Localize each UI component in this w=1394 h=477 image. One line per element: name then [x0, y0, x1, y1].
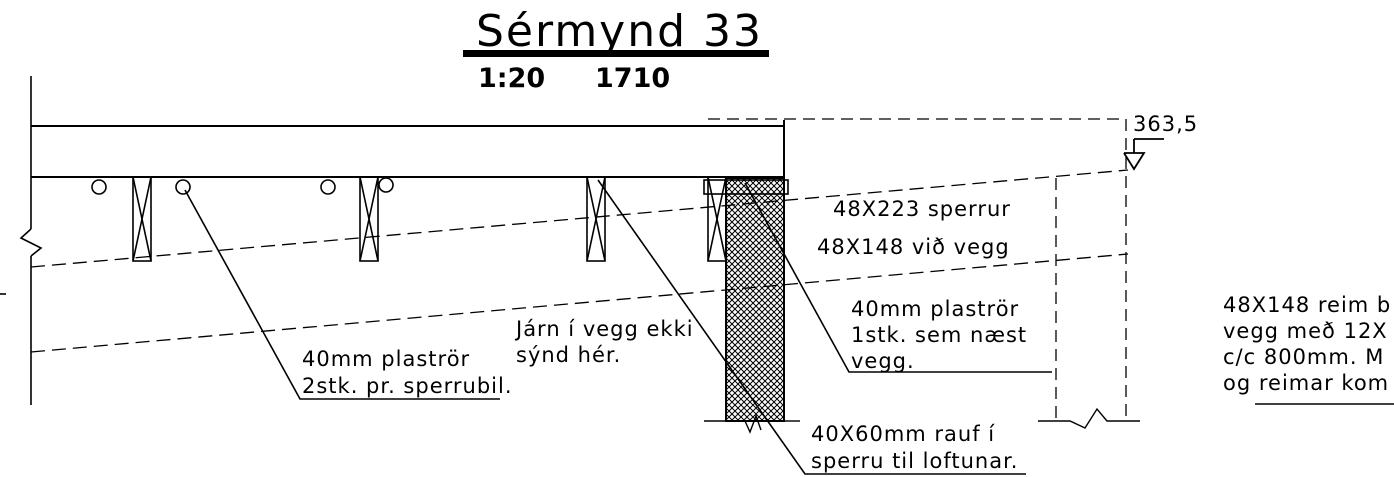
pipe-wall-label-3: vegg.	[851, 349, 915, 373]
strap-note-2: vegg með 12X	[1223, 319, 1388, 343]
dashed-roof-lines	[30, 169, 1129, 353]
groove-label-2: sperru til loftunar.	[811, 449, 1018, 473]
rafter	[132, 176, 152, 262]
pipe-circle	[320, 179, 336, 195]
rafter-at-wall	[707, 176, 727, 262]
rafters-label: 48X223 sperrur	[833, 197, 1011, 221]
pipe-circle	[175, 179, 191, 195]
pipe-span-label-1: 40mm plaströr	[302, 347, 470, 371]
dashed-dimension-frame	[708, 118, 1127, 420]
pipe-span-label-2: 2stk. pr. sperrubil.	[302, 374, 513, 398]
elevation-marker	[1123, 138, 1164, 171]
drawing-scale: 1:20	[478, 63, 545, 94]
left-break-line	[0, 76, 43, 405]
pipe-wall-label-2: 1stk. sem næst	[851, 323, 1027, 347]
wall-rafters-label: 48X148 við vegg	[817, 235, 1010, 259]
hatched-wall	[703, 177, 800, 434]
strap-note-4: og reimar kom	[1223, 371, 1389, 395]
elevation-value: 363,5	[1133, 112, 1198, 136]
sheet-number: 1710	[595, 63, 670, 94]
rafter	[586, 176, 606, 262]
iron-note-2: sýnd hér.	[516, 343, 621, 367]
pipe-circle	[378, 177, 394, 193]
dimension-break	[1038, 407, 1140, 429]
iron-note-1: Járn í vegg ekki	[514, 317, 694, 341]
rafter	[359, 176, 379, 262]
strap-note-3: c/c 800mm. M	[1223, 345, 1384, 369]
pipe-wall-label-1: 40mm plaströr	[851, 297, 1019, 321]
pipe-circle	[91, 179, 107, 195]
drawing-title: Sérmynd 33	[476, 6, 763, 57]
groove-label-1: 40X60mm rauf í	[811, 422, 995, 446]
leader-lines	[184, 179, 1052, 475]
strap-note-1: 48X148 reim b	[1223, 293, 1391, 317]
title-underline	[463, 50, 769, 57]
